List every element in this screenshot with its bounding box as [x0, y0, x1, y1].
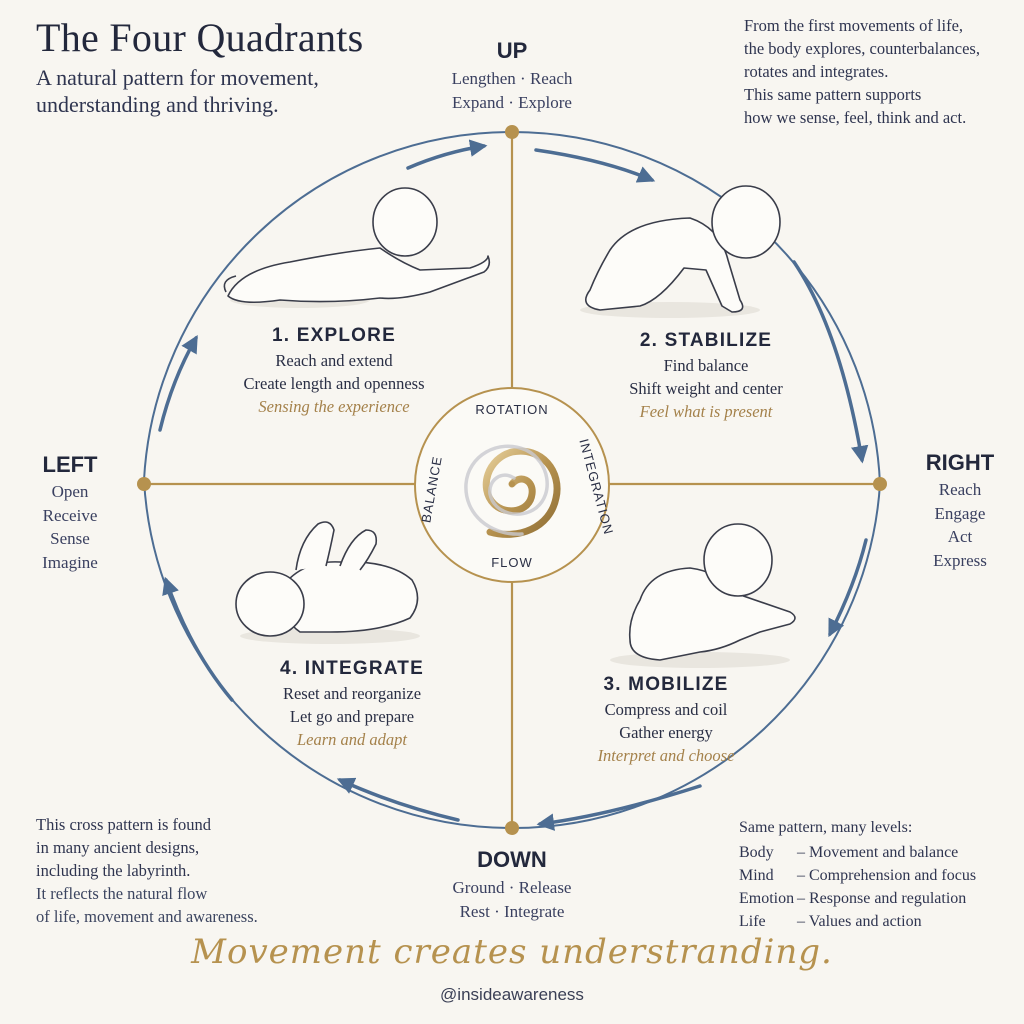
direction-right-label: RIGHT	[925, 450, 995, 475]
direction-down-label: DOWN	[477, 847, 547, 872]
direction-left: LEFT Open Receive Sense Imagine	[10, 452, 130, 574]
quadrant-stabilize: 2. STABILIZE Find balance Shift weight a…	[576, 330, 836, 423]
level-name: Emotion	[739, 890, 795, 907]
direction-right-line: Engage	[934, 503, 986, 523]
note-line: of life, movement and awareness.	[36, 907, 258, 926]
note-line: in many ancient designs,	[36, 838, 200, 857]
label-flow: FLOW	[491, 555, 533, 570]
direction-right-line: Express	[933, 550, 987, 570]
direction-up: UP Lengthen · Reach Expand · Explore	[412, 38, 612, 114]
arrow-up-left	[406, 139, 488, 170]
quadrant-title: 4. INTEGRATE	[280, 658, 424, 679]
intro-line: This same pattern supports	[744, 85, 922, 104]
direction-left-line: Sense	[50, 529, 90, 548]
quadrant-italic: Sensing the experience	[258, 397, 410, 416]
arrow-left-lower	[162, 576, 234, 702]
quadrant-line: Find balance	[663, 356, 749, 375]
quadrant-line: Reset and reorganize	[282, 684, 422, 703]
flow-arrows	[158, 139, 869, 831]
level-name: Mind	[739, 867, 774, 884]
levels-heading: Same pattern, many levels:	[739, 819, 913, 836]
arrow-down-right	[536, 784, 702, 831]
direction-down: DOWN Ground · Release Rest · Integrate	[412, 847, 612, 923]
baby-crawling-icon	[223, 187, 491, 308]
baby-sitting-icon	[580, 185, 781, 318]
quadrant-line: Reach and extend	[275, 351, 393, 370]
direction-up-line: Expand · Explore	[452, 92, 572, 112]
direction-left-line: Open	[51, 482, 89, 501]
arc-right-down	[511, 483, 881, 830]
quadrant-italic: Interpret and choose	[597, 746, 735, 765]
node-up	[505, 125, 519, 139]
node-down	[505, 821, 519, 835]
quadrant-explore: 1. EXPLORE Reach and extend Create lengt…	[204, 325, 464, 418]
intro-line: the body explores, counterbalances,	[744, 39, 980, 58]
intro-text: From the first movements of life, the bo…	[744, 14, 1014, 129]
direction-up-line: Lengthen · Reach	[451, 69, 573, 88]
direction-right-line: Reach	[938, 480, 982, 499]
arrow-down-left	[336, 777, 460, 822]
direction-nodes	[137, 125, 887, 835]
level-desc: – Movement and balance	[797, 844, 959, 861]
arrow-up-right	[534, 148, 656, 183]
quadrant-line: Shift weight and center	[629, 379, 783, 398]
quadrant-mobilize: 3. MOBILIZE Compress and coil Gather ene…	[536, 674, 796, 767]
quadrant-title: 3. MOBILIZE	[603, 674, 729, 695]
arc-down-left	[143, 479, 513, 830]
direction-up-label: UP	[496, 38, 528, 63]
page-subtitle: A natural pattern for movement, understa…	[36, 65, 319, 117]
label-rotation: ROTATION	[475, 402, 548, 417]
cross-lines	[144, 132, 880, 828]
quadrant-italic: Feel what is present	[639, 402, 773, 421]
quadrant-title: 1. EXPLORE	[272, 325, 396, 346]
direction-left-label: LEFT	[42, 452, 98, 477]
intro-line: From the first movements of life,	[744, 16, 964, 35]
quadrant-integrate: 4. INTEGRATE Reset and reorganize Let go…	[222, 658, 482, 751]
quadrant-line: Let go and prepare	[289, 707, 415, 726]
quadrant-title: 2. STABILIZE	[639, 330, 773, 351]
note-line: It reflects the natural flow	[36, 884, 208, 903]
intro-line: how we sense, feel, think and act.	[744, 108, 967, 127]
bottom-left-note: This cross pattern is found in many anci…	[36, 813, 326, 928]
direction-down-line: Ground · Release	[452, 878, 572, 897]
outer-circle	[143, 130, 881, 830]
note-line: including the labyrinth.	[36, 861, 191, 880]
note-line: This cross pattern is found	[36, 815, 212, 834]
quadrant-line: Compress and coil	[604, 700, 728, 719]
level-row: Body – Movement and balance	[739, 841, 1019, 864]
arrow-left-upper	[158, 334, 198, 432]
level-row: Emotion – Response and regulation	[739, 887, 1019, 910]
level-desc: – Comprehension and focus	[797, 867, 977, 884]
page-title: The Four Quadrants	[36, 15, 364, 60]
direction-down-line: Rest · Integrate	[459, 901, 565, 921]
quadrant-line: Gather energy	[619, 723, 713, 742]
level-name: Life	[739, 913, 766, 930]
social-handle: @insideawareness	[440, 985, 584, 1004]
motto: Movement creates understranding.	[191, 932, 833, 972]
level-desc: – Response and regulation	[797, 890, 967, 907]
direction-right: RIGHT Reach Engage Act Express	[900, 450, 1020, 572]
level-row: Mind – Comprehension and focus	[739, 864, 1019, 887]
baby-lying-icon	[235, 521, 420, 644]
direction-left-line: Imagine	[42, 552, 98, 572]
quadrant-line: Create length and openness	[243, 374, 425, 393]
node-left	[137, 477, 151, 491]
arrow-right-upper	[792, 260, 869, 464]
intro-line: rotates and integrates.	[744, 62, 889, 81]
baby-squatting-icon	[610, 523, 796, 668]
quadrant-italic: Learn and adapt	[296, 730, 407, 749]
node-right	[873, 477, 887, 491]
levels-list: Same pattern, many levels: Body – Moveme…	[739, 816, 1019, 933]
arc-left-up	[143, 130, 513, 481]
level-row: Life – Values and action	[739, 910, 1019, 933]
spiral-icon	[464, 444, 561, 538]
direction-left-line: Receive	[42, 505, 98, 525]
arrow-right-lower	[828, 538, 868, 638]
level-name: Body	[739, 844, 774, 861]
level-desc: – Values and action	[797, 913, 922, 930]
direction-right-line: Act	[947, 527, 973, 546]
